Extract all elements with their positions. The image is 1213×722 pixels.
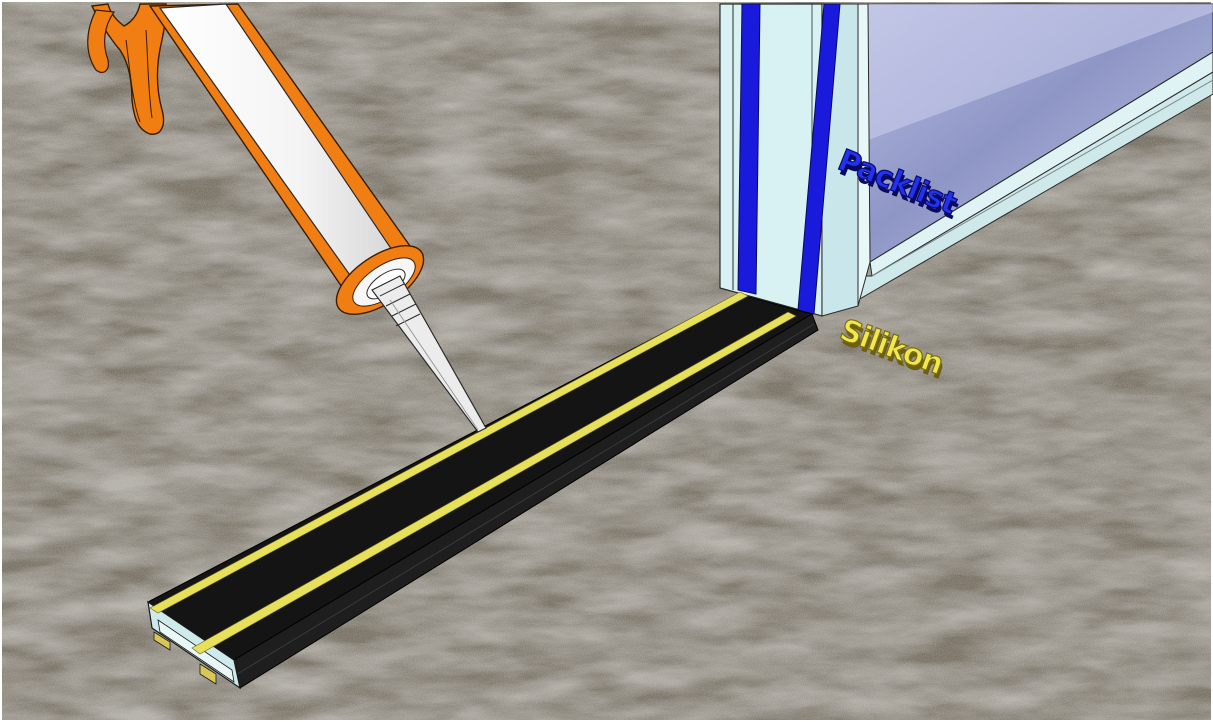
seal-strip-left [738, 4, 760, 294]
